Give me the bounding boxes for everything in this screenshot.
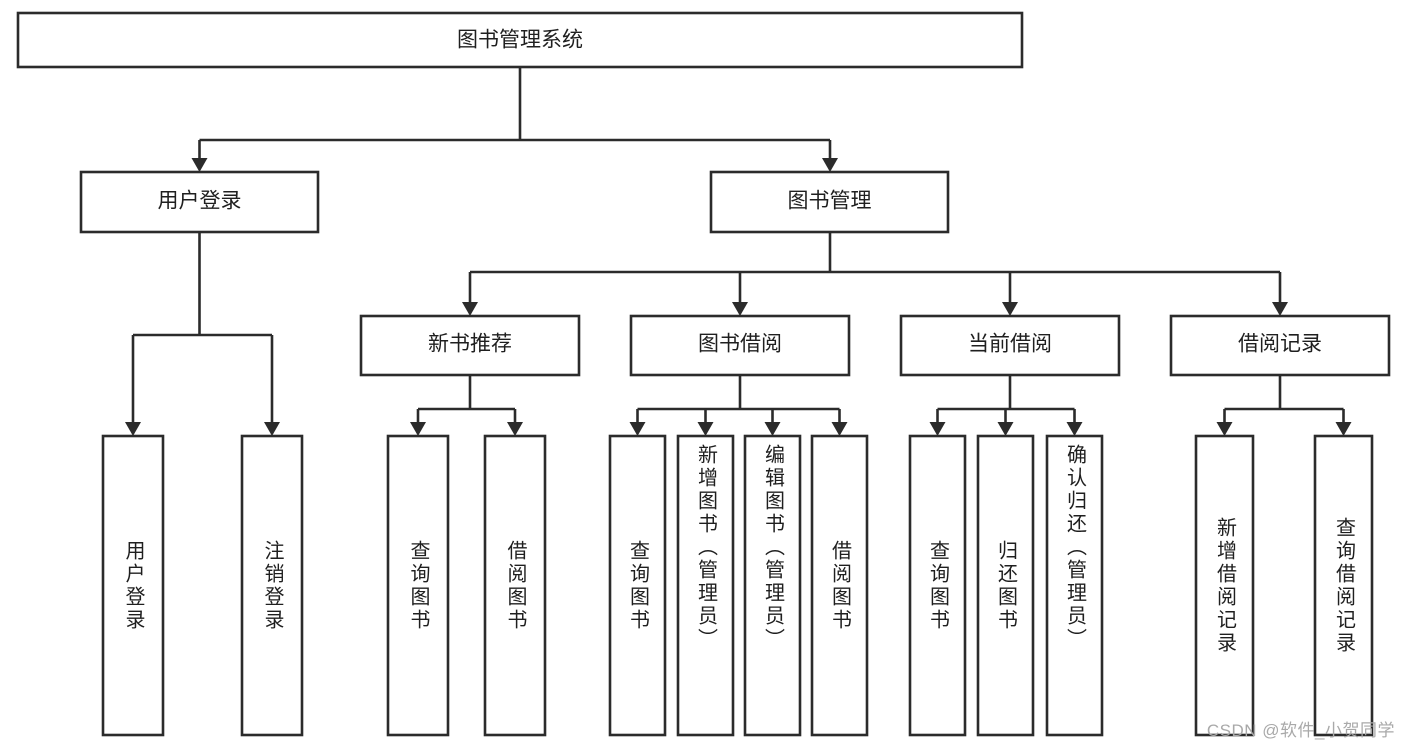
node-box-current-borrow[interactable] <box>899 314 1121 377</box>
node-label-book-management: 图书管理 <box>788 190 872 213</box>
node-box-leaf-edit-book-admin[interactable] <box>743 434 802 737</box>
arrow-borrow-to-edit <box>764 422 781 436</box>
node-box-leaf-query-book-borrow[interactable] <box>608 434 667 737</box>
node-box-leaf-borrow-book-newbook[interactable] <box>483 434 547 737</box>
arrow-borrow-to-query <box>629 422 646 436</box>
node-box-leaf-query-book-current[interactable] <box>908 434 967 737</box>
arrow-userlogin-to-leaf-logout <box>264 422 280 436</box>
node-box-leaf-query-book-newbook[interactable] <box>386 434 450 737</box>
arrow-record-to-add <box>1216 422 1233 436</box>
node-box-leaf-add-borrow-record[interactable] <box>1194 434 1255 737</box>
arrow-borrow-to-add <box>697 422 714 436</box>
arrow-newbook-to-query <box>410 422 426 436</box>
arrow-userlogin-to-leaf-login <box>125 422 141 436</box>
watermark-text: CSDN @软件_小贺同学 <box>1206 721 1395 740</box>
node-box-leaf-borrow-book[interactable] <box>810 434 869 737</box>
node-box-leaf-confirm-return-admin[interactable] <box>1045 434 1104 737</box>
node-box-new-book-recommend[interactable] <box>359 314 581 377</box>
arrow-newbook-to-borrow <box>507 422 523 436</box>
node-box-leaf-add-book-admin[interactable] <box>676 434 735 737</box>
arrow-bookmgmt-to-current <box>1002 302 1018 316</box>
node-box-leaf-query-borrow-record[interactable] <box>1313 434 1374 737</box>
node-box-leaf-return-book[interactable] <box>976 434 1035 737</box>
node-box-borrow-record[interactable] <box>1169 314 1391 377</box>
node-box-leaf-logout[interactable] <box>240 434 304 737</box>
arrow-bookmgmt-to-borrow <box>732 302 748 316</box>
node-label-current-borrow: 当前借阅 <box>968 333 1052 356</box>
arrow-bookmgmt-to-record <box>1272 302 1288 316</box>
node-label-book-borrow: 图书借阅 <box>698 333 782 356</box>
arrow-current-to-return <box>997 422 1014 436</box>
node-layer: 图书管理系统 用户登录 图书管理 新书推荐 图书借阅 当前借阅 借阅记录 <box>16 11 1391 737</box>
node-label-user-login: 用户登录 <box>158 190 242 213</box>
node-label-new-book-recommend: 新书推荐 <box>428 333 512 356</box>
arrow-root-to-user-login <box>191 158 208 172</box>
node-label-root: 图书管理系统 <box>457 29 583 52</box>
node-box-user-login[interactable] <box>79 170 320 234</box>
node-box-book-management[interactable] <box>709 170 950 234</box>
node-box-root[interactable] <box>16 11 1024 69</box>
node-box-leaf-user-login[interactable] <box>101 434 165 737</box>
node-label-borrow-record: 借阅记录 <box>1238 333 1322 356</box>
arrow-current-to-query <box>929 422 946 436</box>
arrow-borrow-to-borrowbook <box>831 422 848 436</box>
connector-layer <box>125 67 1352 436</box>
arrow-record-to-query <box>1335 422 1352 436</box>
arrow-root-to-book-mgmt <box>822 158 838 172</box>
arrow-bookmgmt-to-newbook <box>462 302 478 316</box>
arrow-current-to-confirm <box>1066 422 1083 436</box>
node-box-book-borrow[interactable] <box>629 314 851 377</box>
